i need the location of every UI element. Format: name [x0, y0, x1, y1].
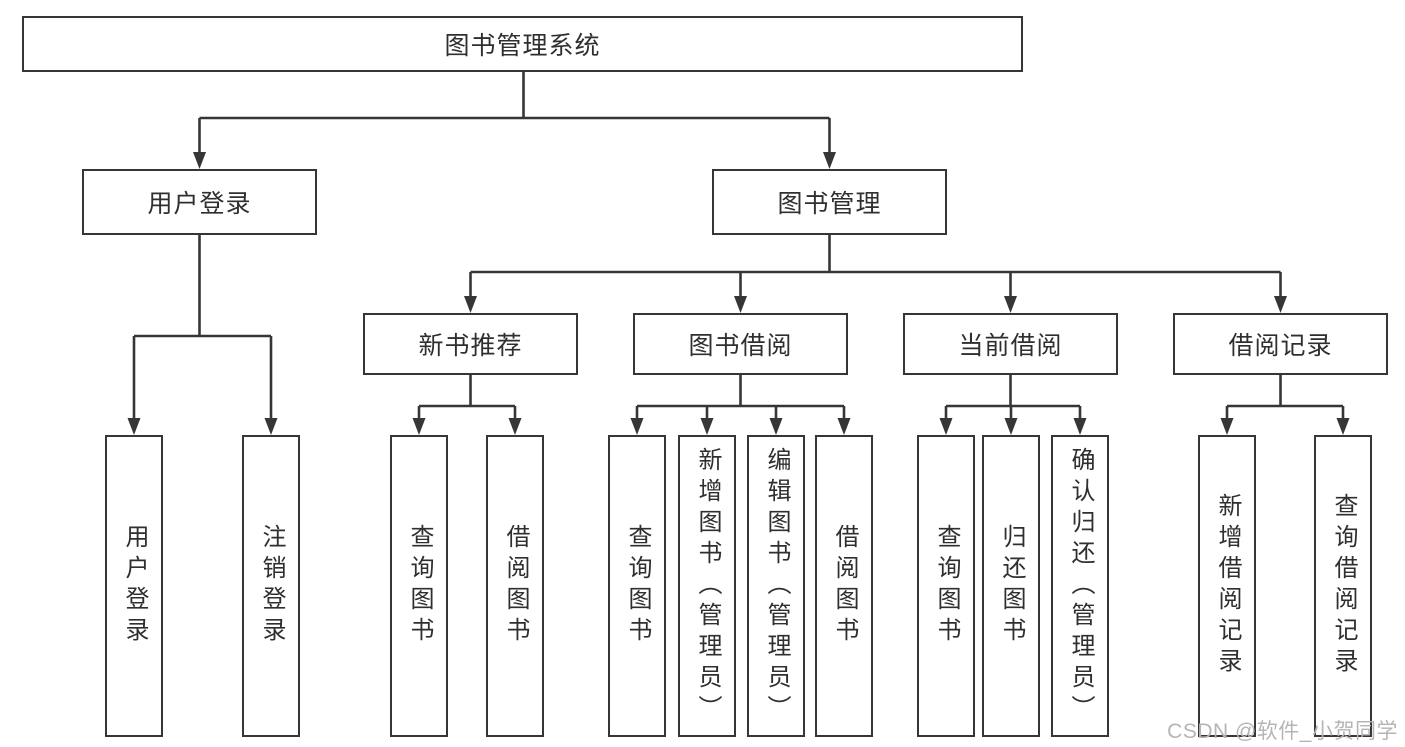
csdn-watermark: CSDN @软件_小贺同学 [1167, 720, 1398, 743]
node-root: 图书管理系统 [22, 16, 1023, 72]
node-current-borrowing: 当前借阅 [903, 313, 1118, 375]
leaf-records-query-record: 查询借阅记录 [1314, 435, 1372, 737]
leaf-borrowing-edit-books-admin: 编辑图书（管理员） [747, 435, 805, 737]
leaf-current-confirm-return-admin: 确认归还（管理员） [1051, 435, 1109, 737]
leaf-borrowing-add-books-admin: 新增图书（管理员） [678, 435, 736, 737]
leaf-current-return-books: 归还图书 [982, 435, 1040, 737]
leaf-borrowing-query-books: 查询图书 [608, 435, 666, 737]
node-borrowing-records: 借阅记录 [1173, 313, 1388, 375]
node-book-management: 图书管理 [712, 169, 947, 235]
leaf-records-add-record: 新增借阅记录 [1198, 435, 1256, 737]
leaf-borrowing-borrow-books: 借阅图书 [815, 435, 873, 737]
leaf-logout: 注销登录 [242, 435, 300, 737]
leaf-newbooks-query-books: 查询图书 [390, 435, 448, 737]
node-book-borrowing: 图书借阅 [633, 313, 848, 375]
leaf-newbooks-borrow-books: 借阅图书 [486, 435, 544, 737]
leaf-user-login: 用户登录 [105, 435, 163, 737]
node-user-login: 用户登录 [82, 169, 317, 235]
node-new-books: 新书推荐 [363, 313, 578, 375]
leaf-current-query-books: 查询图书 [917, 435, 975, 737]
